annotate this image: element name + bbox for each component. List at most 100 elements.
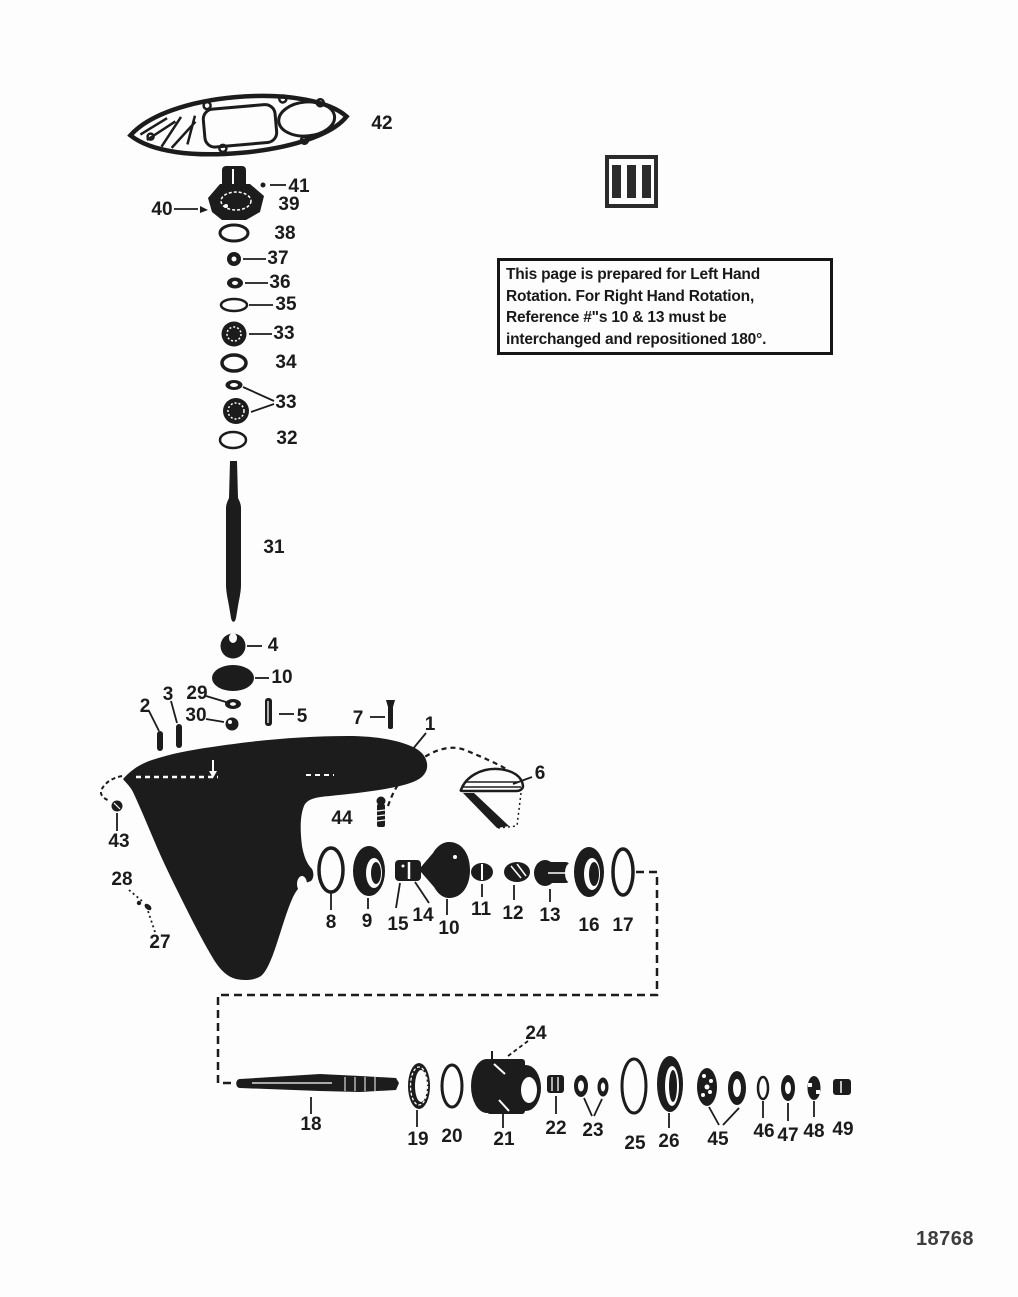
callout-23: 23 bbox=[582, 1120, 603, 1141]
part-10-forward-gear bbox=[419, 842, 470, 898]
rotation-note-line-4: interchanged and repositioned 180°. bbox=[506, 330, 767, 348]
callout-29: 29 bbox=[186, 683, 207, 704]
callout-45: 45 bbox=[707, 1129, 729, 1150]
three-bars-icon bbox=[605, 155, 658, 208]
callout-49: 49 bbox=[832, 1119, 853, 1140]
rotation-note-line-1: This page is prepared for Left Hand bbox=[506, 266, 760, 283]
part-13-reverse-gear bbox=[534, 860, 573, 886]
callout-38: 38 bbox=[274, 223, 295, 244]
part-33-bearing-lower bbox=[223, 398, 249, 424]
callout-16: 16 bbox=[578, 915, 599, 936]
callout-26: 26 bbox=[658, 1131, 679, 1152]
callout-47: 47 bbox=[777, 1125, 798, 1146]
callout-15: 15 bbox=[387, 914, 409, 935]
callout-24: 24 bbox=[525, 1023, 547, 1044]
rotation-note-line-2: Rotation. For Right Hand Rotation, bbox=[506, 287, 755, 305]
callout-44: 44 bbox=[331, 808, 353, 829]
callout-33b: 33 bbox=[275, 392, 296, 413]
callout-22: 22 bbox=[545, 1118, 566, 1139]
callout-43: 43 bbox=[108, 831, 129, 852]
bar-1 bbox=[612, 165, 621, 198]
part-47-seal bbox=[781, 1075, 795, 1101]
callout-7: 7 bbox=[353, 708, 364, 729]
callout-39: 39 bbox=[278, 194, 299, 215]
part-10-pinion-gear bbox=[212, 665, 254, 691]
callout-5: 5 bbox=[297, 706, 308, 727]
callout-34: 34 bbox=[275, 352, 297, 373]
part-49-nut bbox=[833, 1079, 851, 1095]
assembly-boundary-dashed bbox=[216, 870, 659, 1085]
part-37-nut bbox=[227, 252, 241, 266]
callout-21: 21 bbox=[493, 1129, 515, 1150]
callout-10b: 10 bbox=[438, 918, 459, 939]
callout-18: 18 bbox=[300, 1114, 321, 1135]
part-26-ring bbox=[657, 1056, 683, 1112]
callout-35: 35 bbox=[275, 294, 297, 315]
part-35-oring bbox=[219, 297, 249, 313]
callout-14: 14 bbox=[412, 905, 434, 926]
bar-2 bbox=[627, 165, 636, 198]
part-7-screw bbox=[386, 700, 395, 729]
callout-4: 4 bbox=[268, 635, 279, 656]
callout-2: 2 bbox=[140, 696, 151, 717]
drawing-number: 18768 bbox=[915, 1228, 975, 1250]
rotation-note-box: This page is prepared for Left Hand Rota… bbox=[497, 258, 833, 355]
callout-13: 13 bbox=[539, 905, 560, 926]
part-23-seals bbox=[574, 1075, 609, 1097]
callout-37: 37 bbox=[267, 248, 288, 269]
part-8-oring bbox=[317, 846, 345, 894]
callout-32: 32 bbox=[276, 428, 297, 449]
callout-19: 19 bbox=[407, 1129, 428, 1150]
part-44-screw bbox=[376, 796, 386, 827]
part-11-spacer bbox=[471, 863, 493, 881]
part-14-15-bushing bbox=[395, 860, 421, 881]
callout-42: 42 bbox=[371, 113, 392, 134]
part-2-pin bbox=[157, 731, 163, 751]
callout-labels: 42 41 39 40 38 37 36 35 33 34 33 32 31 4… bbox=[108, 113, 853, 1154]
part-41-screw bbox=[260, 182, 266, 188]
part-9-bearing bbox=[353, 846, 385, 896]
part-29-washer bbox=[225, 699, 241, 709]
callout-31: 31 bbox=[263, 537, 285, 558]
part-33-bearing-upper bbox=[221, 321, 247, 347]
part-43-bolt bbox=[111, 800, 123, 812]
part-31-driveshaft bbox=[226, 461, 241, 622]
leader-lines bbox=[116, 184, 815, 1128]
part-4-bearing bbox=[220, 633, 246, 659]
part-16-bearing bbox=[574, 847, 604, 897]
part-45-washers bbox=[697, 1068, 746, 1106]
bar-3 bbox=[642, 165, 651, 198]
callout-28: 28 bbox=[111, 869, 132, 890]
callout-20: 20 bbox=[441, 1126, 462, 1147]
part-6-trim-tab bbox=[459, 767, 525, 829]
part-32-oring bbox=[218, 430, 248, 450]
callout-41: 41 bbox=[288, 176, 310, 197]
part-12-clutch bbox=[504, 862, 530, 882]
part-20-oring bbox=[440, 1063, 464, 1109]
part-39-bearing-carrier bbox=[208, 166, 264, 220]
part-38-oring bbox=[218, 223, 250, 243]
part-1-gearcase-housing bbox=[123, 736, 428, 980]
part-42-gasket bbox=[127, 93, 350, 157]
callout-48: 48 bbox=[803, 1121, 824, 1142]
callout-10a: 10 bbox=[271, 667, 292, 688]
part-33-race bbox=[225, 380, 243, 390]
part-18-propshaft bbox=[236, 1074, 399, 1092]
part-48-tab-washer bbox=[807, 1076, 821, 1100]
callout-30: 30 bbox=[185, 705, 206, 726]
callout-27: 27 bbox=[149, 932, 170, 953]
part-25-oring bbox=[620, 1057, 648, 1115]
callout-9: 9 bbox=[362, 911, 373, 932]
part-27-28-hardware bbox=[136, 900, 152, 911]
part-40-key bbox=[200, 206, 208, 213]
callout-6: 6 bbox=[535, 763, 546, 784]
trim-tab-locator-curve bbox=[386, 746, 509, 807]
callout-11: 11 bbox=[471, 899, 492, 920]
callout-46: 46 bbox=[753, 1121, 774, 1142]
callout-33a: 33 bbox=[273, 323, 294, 344]
callout-8: 8 bbox=[326, 912, 337, 933]
part-43-locator-curve bbox=[99, 775, 123, 802]
callout-40: 40 bbox=[151, 199, 172, 220]
